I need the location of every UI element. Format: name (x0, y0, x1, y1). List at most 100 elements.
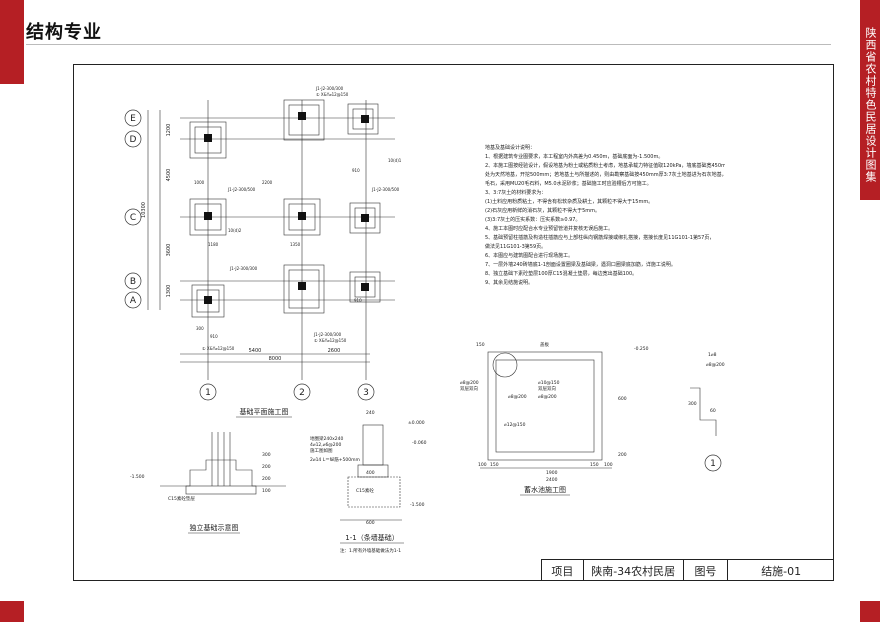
axis-bubble-2 (293, 383, 311, 401)
cistern-h-600: 600 (618, 396, 627, 402)
cistern-h-200: 200 (618, 452, 627, 458)
dim-part-y-3: 3600 (166, 244, 172, 257)
axis-label-b: B (130, 277, 136, 287)
dim-d3b: 910 (354, 298, 362, 303)
column-d1 (204, 134, 212, 142)
notes-line: (2)石灰应用新鲜的消石灰，其颗粒不得大于5mm。 (485, 208, 601, 214)
dim-part-x-2: 2600 (328, 348, 341, 354)
title-block: 项目 陕南-34农村民居 图号 结施-01 (541, 559, 834, 581)
footing-rebar-d: ① X&Y⌀12@150 (314, 338, 347, 343)
footing-d1-inner (194, 126, 222, 154)
footing-c2 (283, 198, 321, 236)
cistern-label-b: 双层双向 (538, 385, 556, 392)
axis-label-d: D (130, 135, 137, 145)
cistern-w-total: 2400 (546, 477, 558, 483)
footing-label-a: J1-J2-300/500 (227, 187, 256, 192)
footing-label-top: J1-J2-300/300 (315, 86, 344, 91)
detail-1-title-top: 1⌀8 (708, 352, 717, 358)
footer-gap (24, 601, 860, 622)
cistern-rebar-d: ⌀12@150 (504, 422, 526, 428)
cistern-w-1900: 1900 (546, 470, 558, 476)
section-beam-rebar: 4⌀12,⌀6@200 (310, 442, 342, 448)
dim-total-y: 10300 (141, 202, 147, 218)
footing-level: -1.500 (130, 474, 145, 480)
notes-line: 1、根据建筑专业图要求，本工程室内外高差为0.450m，基础底面为-1.500m… (485, 154, 664, 160)
footing-e3 (347, 103, 379, 135)
notes-line: 9、其余见结施说明。 (485, 280, 534, 286)
dim-part-y-4: 1300 (166, 285, 172, 298)
footing-concrete: C15素砼垫层 (168, 495, 195, 502)
axis-bubble-1 (199, 383, 217, 401)
footing-d1 (189, 121, 227, 159)
notes-line: 6、本图应与建筑图配合进行现场施工。 (485, 253, 574, 259)
footing-c2-inner (288, 203, 316, 231)
section-level-c: -1.500 (410, 502, 425, 508)
axis-bubble-d (124, 130, 142, 148)
notes-line: 3、3:7灰土的材料要求为： (485, 190, 547, 196)
footing-detail-outline (160, 459, 286, 487)
dim-d9: 910 (210, 334, 218, 339)
side-title: 陕西省农村特色民居设计图集 (860, 0, 880, 200)
detail-1-label: 1 (710, 459, 716, 469)
section-dim-w: 240 (366, 410, 375, 416)
footing-a1-inner (196, 289, 220, 313)
notes-line: 5、基础预留柱插筋及构造柱插筋应与上部柱纵向钢筋焊接或绑扎搭接，搭接长度见11G… (485, 235, 715, 241)
cistern-rebar-b: ⌀10@150 (538, 380, 560, 386)
footing-a1 (191, 284, 225, 318)
axis-bubble-a (124, 291, 142, 309)
footing-dim-b: 200 (262, 476, 271, 482)
footing-detail-title: 独立基础示意图 (190, 523, 239, 532)
column-b2 (298, 282, 306, 290)
axis-label-e: E (130, 114, 136, 124)
drawing-sheet (73, 64, 834, 581)
notes-line: 毛石，采用MU20毛石料，M5.0水泥砂浆；基础施工时应验槽后方可施工。 (485, 181, 652, 187)
dim-part-y-1: 1200 (166, 124, 172, 137)
footing-dim-a: 100 (262, 488, 271, 494)
design-notes: 地基及基础设计说明： 1、根据建筑专业图要求，本工程室内外高差为0.450m，基… (485, 144, 725, 288)
axis-label-a: A (130, 296, 137, 306)
header-divider (26, 44, 831, 45)
notes-line: (1)土料应用粉质粘土，不得含有松软杂质及耕土，其颗粒不得大于15mm。 (485, 199, 654, 205)
page-title: 结构专业 (26, 22, 102, 43)
footing-b2 (283, 264, 325, 314)
cistern-rebar-c: ⌀8@200 (538, 394, 557, 400)
cistern-title: 蓄水池施工图 (524, 485, 566, 494)
axis-label-3: 3 (363, 388, 369, 398)
section-beam-label: 地圈梁240x240 (310, 435, 343, 442)
dim-total-x: 8000 (269, 356, 282, 362)
dim-d4: 1180 (208, 242, 219, 247)
section-level-top: ±0.000 (408, 420, 425, 426)
footing-b2-inner (288, 269, 320, 309)
footing-c3-inner (354, 207, 376, 229)
dim-d3: 910 (352, 168, 360, 173)
detail-1-dim-a: 300 (688, 401, 697, 407)
cistern-level-a: -0.250 (634, 346, 649, 352)
column-c2 (298, 212, 306, 220)
header-accent-bar (0, 0, 24, 84)
notes-line: 处为天然地基，开挖500mm；若地基土与所描述的，则由勘察基础按450mm厚3:… (485, 172, 725, 178)
axis-bubble-c (124, 208, 142, 226)
section-dim-bottom: 600 (366, 520, 375, 526)
footing-e2 (283, 99, 325, 141)
title-block-drawing-label: 图号 (684, 560, 729, 581)
section-wall (362, 424, 384, 466)
footing-b3-inner (354, 276, 376, 298)
detail-1-hook (690, 387, 717, 436)
footing-c1 (189, 198, 227, 236)
gl-label-2: 10(d)2 (228, 228, 242, 233)
dim-d6: 1350 (290, 242, 301, 247)
notes-line: 4、施工本图时应配合水专业预留管道并复核无误后施工。 (485, 226, 614, 232)
title-block-project-value: 陕南-34农村民居 (584, 560, 684, 581)
cistern-rebar-a: ⌀8@200 (460, 380, 479, 386)
cistern-top-dim: 150 (476, 342, 485, 348)
notes-line: 7、一层外墙240砖墙底1-1剖面设置圈梁及基础梁，遇洞口圈梁底加筋，详施工说明… (485, 262, 676, 268)
footing-dim-d: 300 (262, 452, 271, 458)
cistern-w-100b: 100 (604, 462, 613, 468)
axis-bubble-b (124, 272, 142, 290)
gl-label: 10(d)1 (388, 158, 402, 163)
title-block-project-label: 项目 (542, 560, 584, 581)
detail-1-rebar: ⌀8@200 (706, 362, 725, 368)
dim-part-x-1: 5400 (249, 348, 262, 354)
footing-label-d: J1-J2-300/300 (313, 332, 342, 337)
column-a1 (204, 296, 212, 304)
